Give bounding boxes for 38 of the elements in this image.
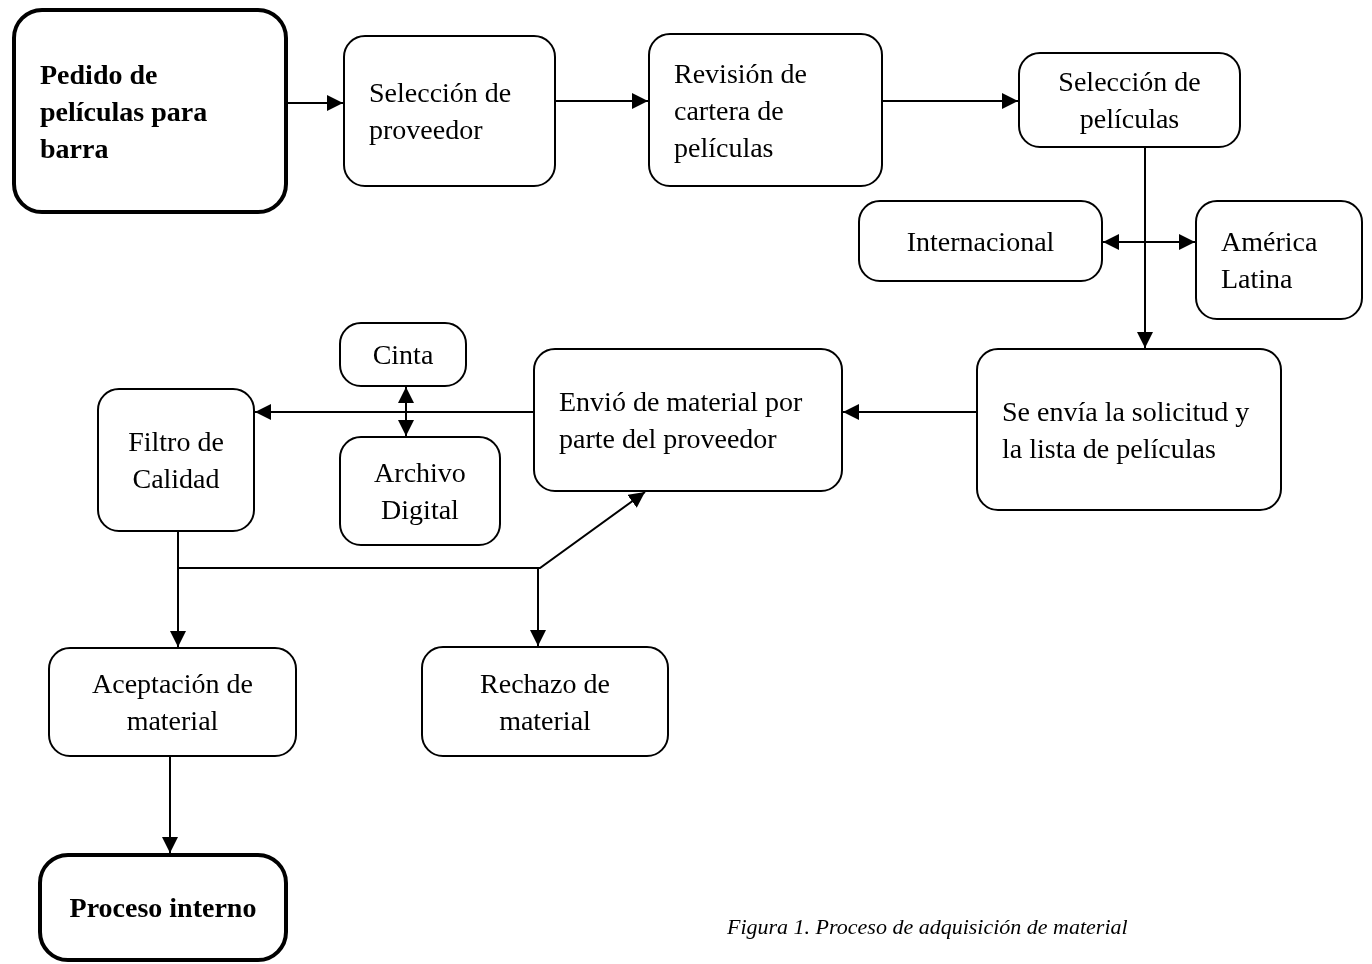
- arrow: [555, 93, 649, 109]
- process-box: [48, 647, 297, 757]
- box-label: Selección de películas: [1057, 65, 1202, 136]
- arrow: [882, 93, 1019, 109]
- box-label: América Latina: [1221, 225, 1319, 296]
- process-box: [976, 348, 1282, 511]
- terminal-box: [38, 853, 288, 962]
- arrow: [842, 404, 977, 420]
- arrow: [398, 386, 414, 437]
- arrow: [287, 95, 344, 111]
- box-label: Cinta: [371, 338, 435, 372]
- box-label: Archivo Digital: [373, 456, 467, 527]
- process-box: [1195, 200, 1363, 320]
- box-label: Internacional: [905, 224, 1056, 259]
- process-box: [421, 646, 669, 757]
- arrow: [254, 404, 534, 420]
- process-box: [648, 33, 883, 187]
- arrow: [162, 756, 178, 854]
- box-label: Filtro de Calidad: [127, 425, 225, 496]
- process-box: [339, 436, 501, 546]
- arrow: [177, 491, 646, 569]
- arrow: [1144, 147, 1196, 250]
- box-label: Revisión de cartera de películas: [674, 56, 808, 165]
- process-box: [97, 388, 255, 532]
- box-label: Selección de proveedor: [369, 76, 513, 147]
- box-label: Rechazo de material: [479, 666, 611, 738]
- box-label: Aceptación de material: [91, 667, 254, 738]
- process-box: [858, 200, 1103, 282]
- process-box: [533, 348, 843, 492]
- terminal-box: [12, 8, 288, 214]
- box-label: Envió de material por parte del proveedor: [559, 385, 804, 456]
- figure-caption: Figura 1. Proceso de adquisición de material: [727, 914, 1128, 940]
- process-box: [343, 35, 556, 187]
- process-box: [1018, 52, 1241, 148]
- process-box: [339, 322, 467, 387]
- box-label: Proceso interno: [68, 891, 258, 925]
- box-label: Pedido de películas para barra: [40, 57, 209, 166]
- box-label: Se envía la solicitud y la lista de películas: [1002, 394, 1251, 466]
